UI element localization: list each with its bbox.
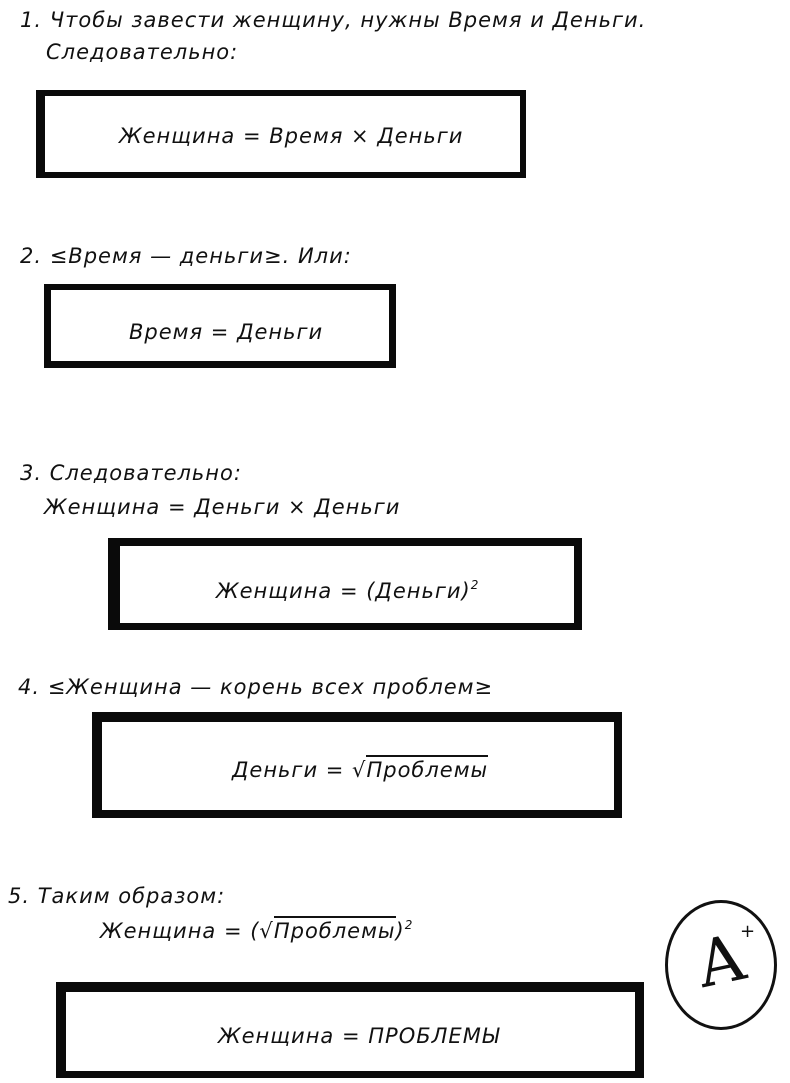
step-5-equation-exponent: 2 <box>404 918 414 932</box>
formula-4: Деньги = √Проблемы <box>232 755 489 782</box>
formula-3: Женщина = (Деньги)2 <box>216 578 479 603</box>
step-5-equation-left: Женщина = (√ <box>100 919 274 943</box>
formula-4-main: Деньги = √ <box>232 758 367 782</box>
step-1-text: 1. Чтобы завести женщину, нужны Время и … <box>20 8 647 32</box>
formula-4-radicand: Проблемы <box>366 755 489 782</box>
formula-box-2: Время = Деньги <box>44 284 396 368</box>
formula-1: Женщина = Время × Деньги <box>119 124 464 148</box>
step-5-text: 5. Таким образом: <box>8 884 226 908</box>
grade-plus-mark: + <box>740 921 756 942</box>
step-4-text: 4. ≤Женщина — корень всех проблем≥ <box>18 675 494 699</box>
formula-box-5: Женщина = ПРОБЛЕМЫ <box>56 982 644 1078</box>
formula-box-1: Женщина = Время × Деньги <box>36 90 526 178</box>
formula-3-exponent: 2 <box>470 578 480 592</box>
step-5-equation-right: ) <box>395 919 405 943</box>
formula-5: Женщина = ПРОБЛЕМЫ <box>218 1024 500 1048</box>
step-2-text: 2. ≤Время — деньги≥. Или: <box>20 244 352 268</box>
formula-box-4: Деньги = √Проблемы <box>92 712 622 818</box>
step-3-equation: Женщина = Деньги × Деньги <box>44 495 401 519</box>
step-5-equation-radicand: Проблемы <box>273 916 396 943</box>
formula-2: Время = Деньги <box>129 320 324 344</box>
step-1-conclusion: Следовательно: <box>46 40 239 64</box>
formula-3-main: Женщина = (Деньги) <box>216 579 471 603</box>
grade-circle: A + <box>665 900 777 1030</box>
step-3-text: 3. Следовательно: <box>20 461 242 485</box>
step-5-equation: Женщина = (√Проблемы)2 <box>100 916 414 943</box>
formula-box-3: Женщина = (Деньги)2 <box>108 538 582 630</box>
